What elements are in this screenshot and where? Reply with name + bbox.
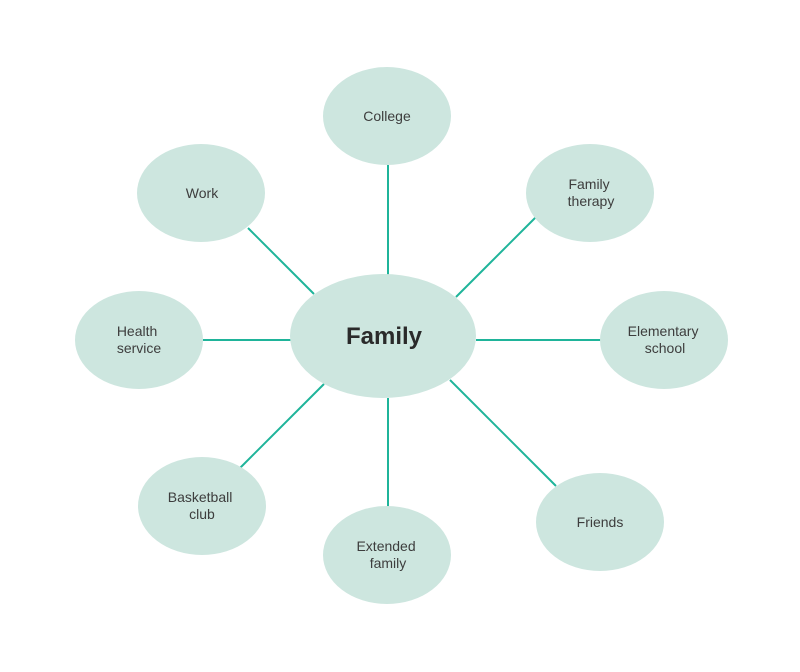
- node-family-therapy-line-2: therapy: [568, 193, 615, 209]
- connector-basketball-club: [239, 383, 325, 469]
- node-extended-family-line-1: Extended: [356, 538, 415, 554]
- connector-family-therapy: [455, 216, 537, 298]
- connector-friends: [449, 379, 557, 487]
- connectors: [203, 165, 602, 507]
- node-college-label: College: [363, 108, 411, 124]
- node-elementary-school-line-2: school: [645, 340, 685, 356]
- center-node-label: Family: [346, 323, 423, 350]
- node-extended-family-line-2: family: [370, 555, 407, 571]
- node-basketball-club-line-2: club: [189, 506, 215, 522]
- node-health-service-line-2: service: [117, 340, 162, 356]
- node-basketball-club-label: Basketball club: [168, 489, 236, 522]
- node-family-therapy-label: Family therapy: [568, 176, 615, 209]
- node-basketball-club[interactable]: Basketball club: [138, 457, 266, 555]
- node-elementary-school-line-1: Elementary: [628, 323, 699, 339]
- connector-work: [247, 227, 315, 295]
- node-family-therapy[interactable]: Family therapy: [526, 144, 654, 242]
- node-friends[interactable]: Friends: [536, 473, 664, 571]
- node-health-service[interactable]: Health service: [75, 291, 203, 389]
- node-extended-family[interactable]: Extended family: [323, 506, 451, 604]
- node-friends-label: Friends: [577, 514, 624, 530]
- node-extended-family-label: Extended family: [356, 538, 419, 571]
- node-work[interactable]: Work: [137, 144, 265, 242]
- node-basketball-club-line-1: Basketball: [168, 489, 233, 505]
- node-health-service-line-1: Health: [117, 323, 157, 339]
- node-friends-line-1: Friends: [577, 514, 624, 530]
- center-node[interactable]: Family: [290, 274, 476, 398]
- node-elementary-school[interactable]: Elementary school: [600, 291, 728, 389]
- node-elementary-school-label: Elementary school: [628, 323, 703, 356]
- outer-nodes: College Family therapy Elementary school…: [75, 67, 728, 604]
- node-work-label: Work: [186, 185, 219, 201]
- node-family-therapy-line-1: Family: [568, 176, 609, 192]
- node-health-service-label: Health service: [117, 323, 162, 356]
- node-college[interactable]: College: [323, 67, 451, 165]
- node-college-line-1: College: [363, 108, 411, 124]
- node-work-line-1: Work: [186, 185, 219, 201]
